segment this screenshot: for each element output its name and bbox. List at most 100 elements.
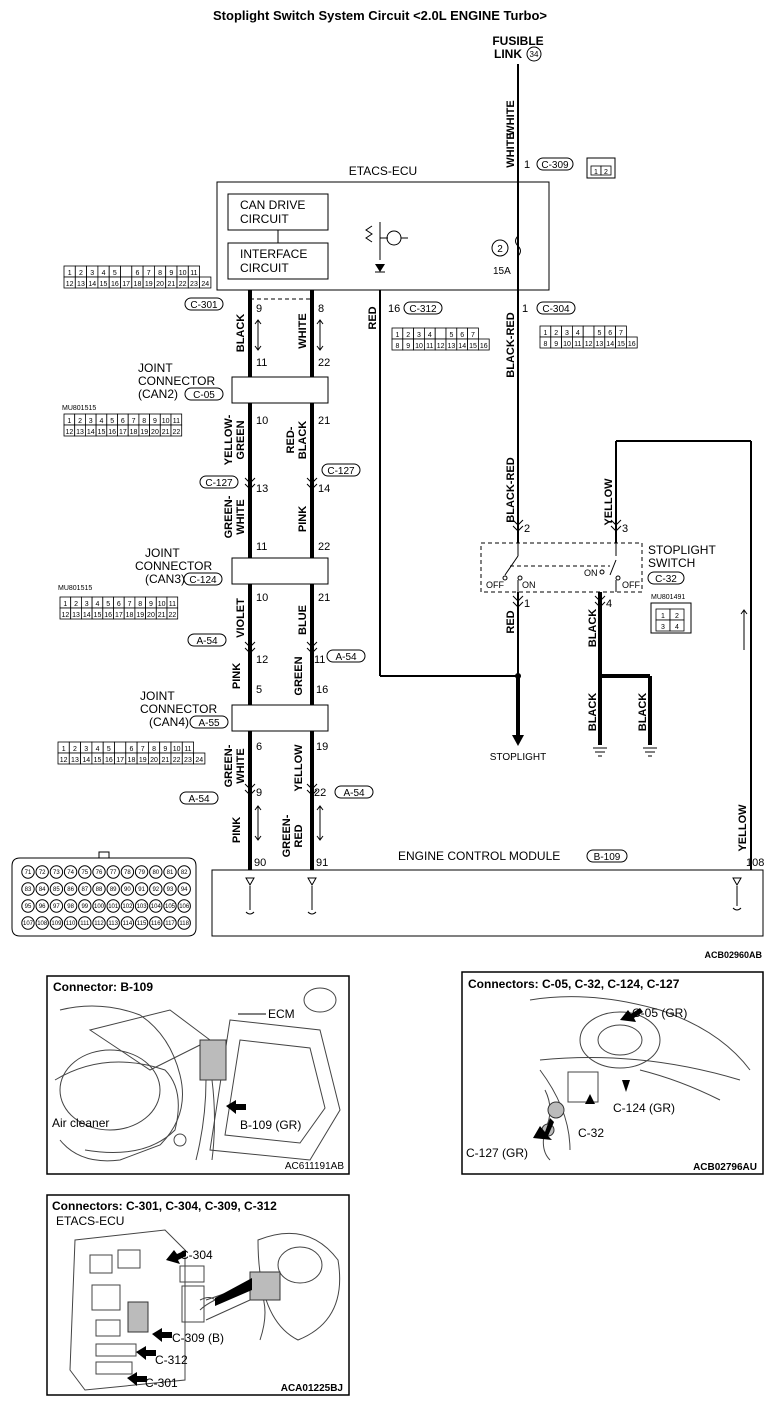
photo-panel-b109 [46, 975, 350, 1175]
pin-label: 11 [314, 654, 325, 666]
wire-label-green-red: GREEN- [281, 814, 293, 857]
ecm-pin-label: 98 [67, 904, 74, 910]
pointer-arrow-icon [136, 1346, 156, 1360]
connector-tag-c05 [184, 387, 224, 401]
photo-label-b109: B-109 (GR) [240, 1118, 301, 1132]
connector-pin: 7 [471, 332, 475, 339]
connector-pin: 2 [406, 332, 410, 339]
can-drive-label-2: CIRCUIT [240, 212, 289, 226]
pin-label: 4 [606, 598, 612, 610]
wire-label-red-2: RED [505, 610, 517, 633]
pin-label: 9 [256, 787, 262, 799]
transistor-icon [365, 222, 408, 273]
pointer-arrow-icon [585, 1094, 595, 1104]
ecm-pin [149, 882, 163, 896]
connector-pin: 23 [184, 757, 192, 764]
pin-label: 10 [256, 592, 268, 604]
photo-label-c127: C-127 (GR) [466, 1146, 528, 1160]
connector-label-c32: C-32 [655, 574, 677, 585]
connector-pin: 10 [173, 746, 181, 753]
connector-pin: 22 [172, 429, 180, 436]
connector-pin: 10 [179, 270, 187, 277]
connector-label-b109: B-109 [594, 852, 621, 863]
connector-pin: 11 [169, 601, 176, 608]
connector-label-c301: C-301 [190, 300, 218, 311]
connector-pin: 21 [167, 281, 175, 288]
connector-pin: 15 [98, 429, 106, 436]
ecm-pin [49, 882, 64, 896]
ground-icon [593, 747, 607, 757]
part-number-label: MU801515 [62, 405, 96, 412]
ecm-pin-label: 91 [138, 887, 145, 893]
arrow-icon [316, 805, 324, 841]
connector-pin: 15 [94, 757, 102, 764]
wire-label-yellow-green: YELLOW- [223, 414, 235, 465]
ecm-pin-label: 85 [53, 887, 60, 893]
joint-connector-can2 [231, 376, 329, 404]
ecm-pin-label: 79 [138, 870, 145, 876]
ecm-pin [163, 899, 177, 913]
connector-pin: 13 [71, 757, 79, 764]
connector-pin: 5 [110, 418, 114, 425]
ecm-pin-label: 107 [23, 921, 34, 927]
connector-pin: 15 [617, 341, 625, 348]
can-drive-label: CAN DRIVE [240, 198, 305, 212]
wire-label-pink-2: PINK [231, 663, 243, 689]
switch-off-label: OFF [486, 580, 504, 590]
connector-pin: 11 [574, 341, 581, 348]
ecm-pin-label: 73 [53, 870, 60, 876]
pointer-arrow-icon [152, 1328, 172, 1342]
connector-cell [120, 265, 133, 278]
connector-pin: 11 [426, 343, 433, 350]
connector-pin: 18 [134, 281, 142, 288]
photo-label-c312: C-312 [155, 1353, 188, 1367]
joint-can2-label-3: (CAN2) [138, 387, 178, 401]
switch-off-label-2: OFF [622, 580, 640, 590]
wire-label-black: BLACK [235, 314, 247, 353]
joint-can3-label: JOINT [145, 546, 180, 560]
ecm-pin-label: 105 [165, 904, 176, 910]
connector-pin: 8 [152, 746, 156, 753]
connector-pin: 22 [173, 757, 181, 764]
wire-label-red: RED [367, 306, 379, 329]
connector-cell [669, 619, 685, 632]
pin-label: 2 [524, 523, 530, 535]
connector-pin: 3 [89, 418, 93, 425]
pin-label: 13 [256, 483, 268, 495]
fuse-number: 2 [497, 244, 503, 255]
ecm-pin-label: 82 [181, 870, 188, 876]
connector-pin: 17 [122, 281, 130, 288]
ecm-pin [63, 882, 78, 896]
connector-pin: 8 [138, 601, 142, 608]
connector-pin: 3 [417, 332, 421, 339]
pin-label: 6 [256, 741, 262, 753]
connector-pin: 7 [132, 418, 136, 425]
fuse-badge [491, 239, 509, 257]
connector-pin: 16 [108, 429, 116, 436]
pointer-arrow-icon [533, 1118, 554, 1140]
fuse-rating: 15A [493, 266, 511, 277]
fusible-link-label: FUSIBLE [492, 34, 543, 48]
connector-pin: 14 [87, 429, 95, 436]
connector-cell [170, 424, 183, 437]
pin-label: 19 [316, 741, 328, 753]
ecm-pin [92, 899, 106, 913]
connector-label-c05: C-05 [193, 390, 215, 401]
ecm-pin [149, 865, 163, 879]
ecm-pin [134, 916, 149, 930]
pin-label: 3 [622, 523, 628, 535]
connector-pin: 10 [563, 341, 571, 348]
connector-pin: 20 [147, 612, 155, 619]
connector-pin: 15 [94, 612, 102, 619]
ecm-pin [106, 899, 120, 913]
connector-pin: 1 [62, 746, 66, 753]
switch-on-label: ON [522, 580, 536, 590]
wire-label-yellow: YELLOW [293, 744, 305, 792]
ecm-pin [35, 882, 49, 896]
connector-pin: 3 [85, 601, 89, 608]
pin-label: 21 [318, 415, 330, 427]
pin-label: 8 [318, 303, 324, 315]
ecm-pin [120, 899, 135, 913]
